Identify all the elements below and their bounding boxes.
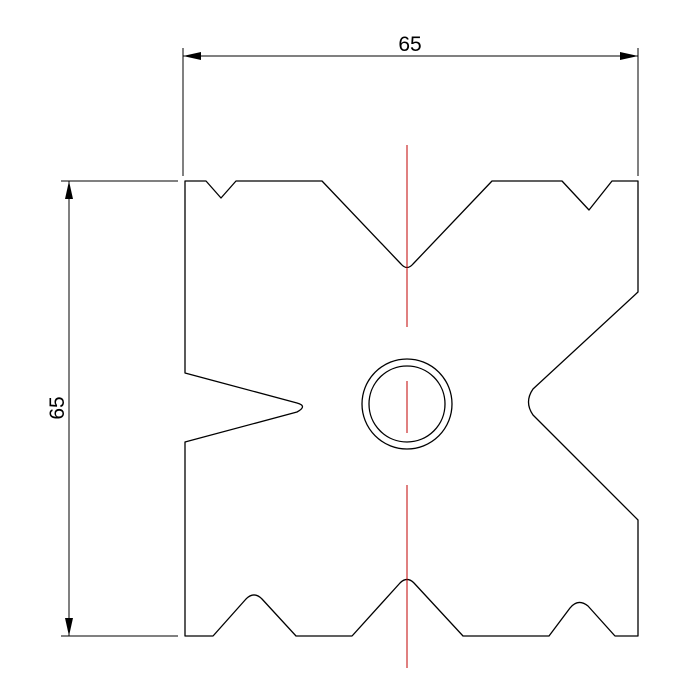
- width-arrow-left: [183, 52, 201, 60]
- hole-inner-circle: [368, 365, 446, 443]
- hole-outer-circle: [361, 358, 453, 450]
- height-arrow-bottom: [65, 618, 73, 636]
- width-arrow-right: [620, 52, 638, 60]
- height-dimension: 65: [46, 180, 178, 637]
- part: [184, 180, 639, 637]
- height-arrow-top: [65, 181, 73, 199]
- height-dimension-label: 65: [46, 396, 69, 419]
- width-dimension: 65: [182, 33, 639, 176]
- part-outline: [184, 180, 639, 637]
- width-dimension-label: 65: [398, 33, 421, 56]
